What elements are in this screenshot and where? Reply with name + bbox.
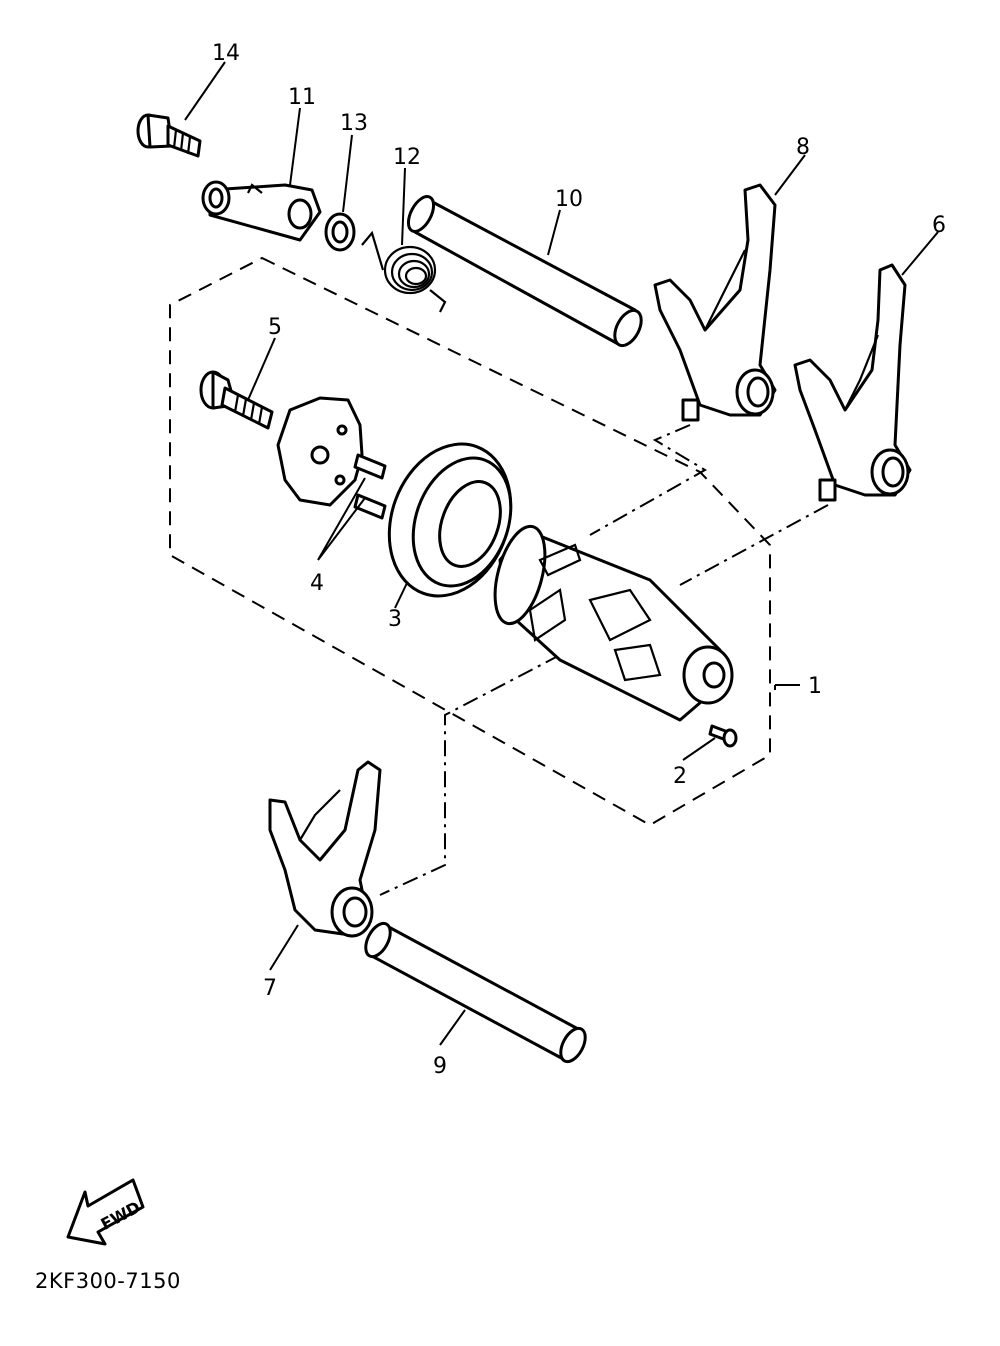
- shift-drum-1: [493, 524, 734, 722]
- label-9: 9: [433, 1054, 447, 1079]
- shift-fork-6: [793, 263, 912, 502]
- label-3: 3: [388, 607, 402, 632]
- bearing-3: [387, 442, 513, 598]
- label-2: 2: [673, 764, 687, 789]
- label-4: 4: [310, 571, 324, 596]
- washer-13: [324, 212, 356, 252]
- label-5: 5: [268, 315, 282, 340]
- shaft-10: [406, 195, 643, 348]
- center-line-fork-8: [589, 424, 707, 536]
- label-6: 6: [932, 213, 946, 238]
- fwd-arrow-icon: FWD: [66, 1178, 145, 1246]
- shift-drum-segment: [276, 396, 364, 507]
- shift-fork-8: [653, 183, 777, 422]
- label-12: 12: [393, 145, 421, 170]
- shift-fork-7: [268, 760, 382, 938]
- bolt-14: [136, 113, 202, 158]
- label-13: 13: [340, 111, 368, 136]
- shaft-9: [364, 921, 587, 1064]
- bolt-5: [199, 370, 274, 430]
- label-10: 10: [555, 187, 583, 212]
- label-1: 1: [808, 674, 822, 699]
- leader-lines: [184, 61, 939, 1046]
- shift-lever-11: [201, 180, 322, 242]
- diagram-code: 2KF300-7150: [35, 1269, 181, 1293]
- spring-12: [361, 230, 447, 313]
- label-14: 14: [212, 41, 240, 66]
- center-line-fork-6: [679, 504, 829, 586]
- label-8: 8: [796, 135, 810, 160]
- label-11: 11: [288, 85, 316, 110]
- screw-2: [708, 724, 738, 748]
- center-line-fork-7: [379, 654, 561, 896]
- label-7: 7: [263, 976, 277, 1001]
